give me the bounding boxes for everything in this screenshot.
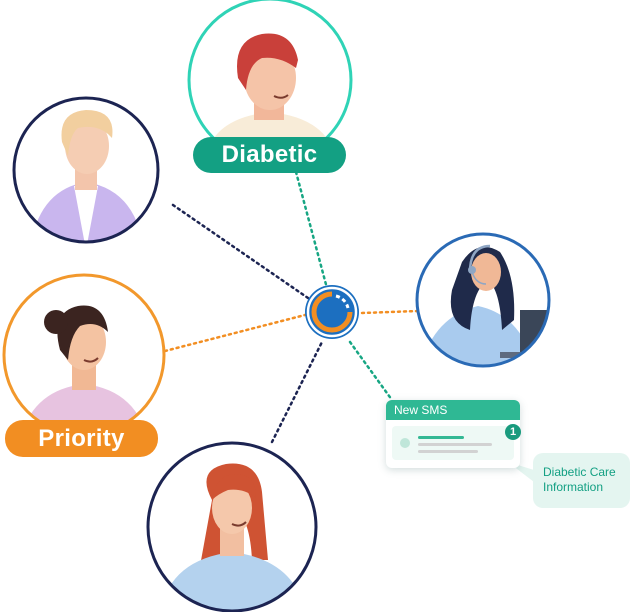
sms-message-preview [392,426,514,460]
hub-logo-icon [305,285,359,339]
tag-priority: Priority [5,420,158,457]
connector-bottom [270,340,324,444]
sms-count-badge: 1 [505,424,521,440]
connector-top-left [171,203,310,300]
avatar-bottom-woman [146,441,318,612]
sms-header: New SMS [386,400,520,420]
new-sms-card[interactable]: New SMS 1 [386,400,521,468]
sms-line-title [418,436,464,439]
connector-priority [163,313,307,353]
connector-diabetic [294,170,330,294]
avatar-support-agent [415,232,551,368]
sms-line-body [418,443,492,446]
info-line-1: Diabetic Care [543,465,616,479]
avatar-top-left-person [12,96,160,244]
info-line-2: Information [543,480,604,494]
sms-line-body-2 [418,450,478,453]
tag-diabetic: Diabetic [193,137,346,173]
connector-agent [360,309,420,315]
headset-icon [468,244,491,285]
diabetic-care-info-bubble: Diabetic Care Information [533,453,630,508]
sms-avatar-dot [400,438,410,448]
avatar-priority-woman [2,273,166,437]
connector-sms [348,340,394,402]
